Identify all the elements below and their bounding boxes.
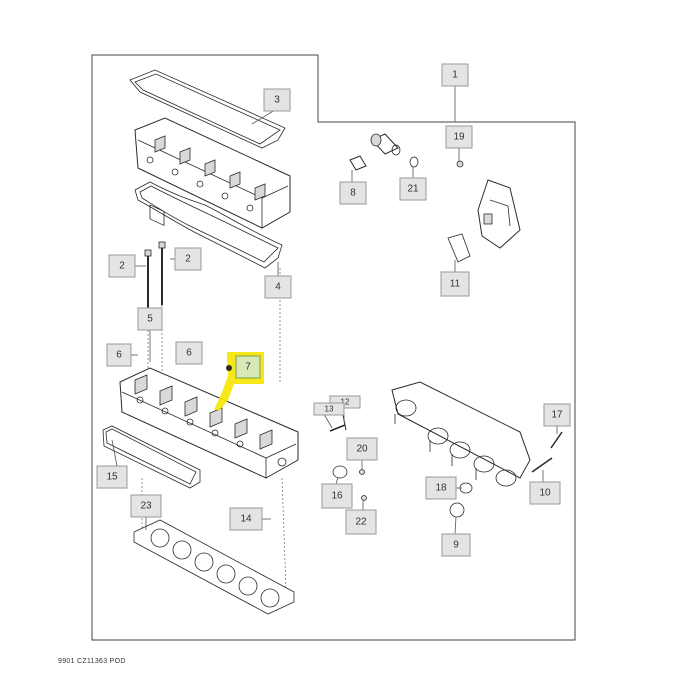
callout-6-right-label: 6 [186, 348, 192, 359]
callout-9-label: 9 [453, 540, 459, 551]
callout-22-label: 22 [355, 517, 367, 528]
callout-5-label: 5 [147, 314, 153, 325]
callout-6-left[interactable]: 6 [106, 343, 132, 367]
diagram-frame [91, 54, 576, 641]
callout-16-label: 16 [331, 491, 343, 502]
callout-14[interactable]: 14 [229, 507, 263, 531]
callout-23[interactable]: 23 [130, 494, 162, 518]
callout-10[interactable]: 10 [529, 481, 561, 505]
callout-7[interactable]: 7 [235, 355, 261, 379]
callout-21[interactable]: 21 [399, 177, 427, 201]
callout-11-label: 11 [450, 279, 461, 290]
callout-10-label: 10 [539, 488, 551, 499]
callout-19[interactable]: 19 [445, 125, 473, 149]
callout-21-label: 21 [407, 184, 419, 195]
callout-17[interactable]: 17 [543, 403, 571, 427]
head-gasket [133, 519, 295, 615]
callout-5[interactable]: 5 [137, 307, 163, 331]
callout-12-label: 12 [341, 398, 350, 407]
callout-18-label: 18 [435, 483, 447, 494]
callout-2-left-label: 2 [119, 261, 125, 272]
side-cover-gasket [102, 425, 201, 489]
diagram-reference-code: 9901 CZ11363 POD [58, 658, 126, 665]
callout-19-label: 19 [453, 132, 465, 143]
callout-7-label: 7 [245, 362, 251, 373]
callout-20-label: 20 [356, 444, 368, 455]
exhaust-manifold [391, 381, 531, 487]
callout-13-label: 13 [325, 405, 334, 414]
callout-4-label: 4 [275, 282, 281, 293]
callout-2-right-label: 2 [185, 254, 191, 265]
callout-8-label: 8 [350, 188, 356, 199]
callout-2-left[interactable]: 2 [108, 254, 136, 278]
callout-11[interactable]: 11 [440, 271, 470, 297]
callout-3[interactable]: 3 [263, 88, 291, 112]
callout-1[interactable]: 1 [441, 63, 469, 87]
callout-4[interactable]: 4 [264, 275, 292, 299]
callout-8[interactable]: 8 [339, 181, 367, 205]
callout-22[interactable]: 22 [345, 509, 377, 535]
callout-6-right[interactable]: 6 [175, 341, 203, 365]
callout-2-right[interactable]: 2 [174, 247, 202, 271]
callout-1-label: 1 [452, 70, 458, 81]
callout-16[interactable]: 16 [321, 483, 353, 509]
rocker-housing-gasket [134, 181, 283, 269]
callout-13[interactable]: 13 [313, 402, 345, 416]
callout-23-label: 23 [140, 501, 152, 512]
callout-15[interactable]: 15 [96, 465, 128, 489]
callout-3-label: 3 [274, 95, 280, 106]
callout-20[interactable]: 20 [346, 437, 378, 461]
rocker-housing [134, 117, 291, 229]
callout-14-label: 14 [240, 514, 252, 525]
cylinder-head [119, 367, 299, 479]
valve-cover-gasket-top [129, 69, 286, 149]
lifting-bracket [447, 160, 521, 263]
callout-9[interactable]: 9 [441, 533, 471, 557]
callout-15-label: 15 [106, 472, 118, 483]
thermostat-housing [349, 133, 419, 171]
callout-18[interactable]: 18 [425, 476, 457, 500]
callout-17-label: 17 [551, 410, 563, 421]
callout-6-left-label: 6 [116, 350, 122, 361]
